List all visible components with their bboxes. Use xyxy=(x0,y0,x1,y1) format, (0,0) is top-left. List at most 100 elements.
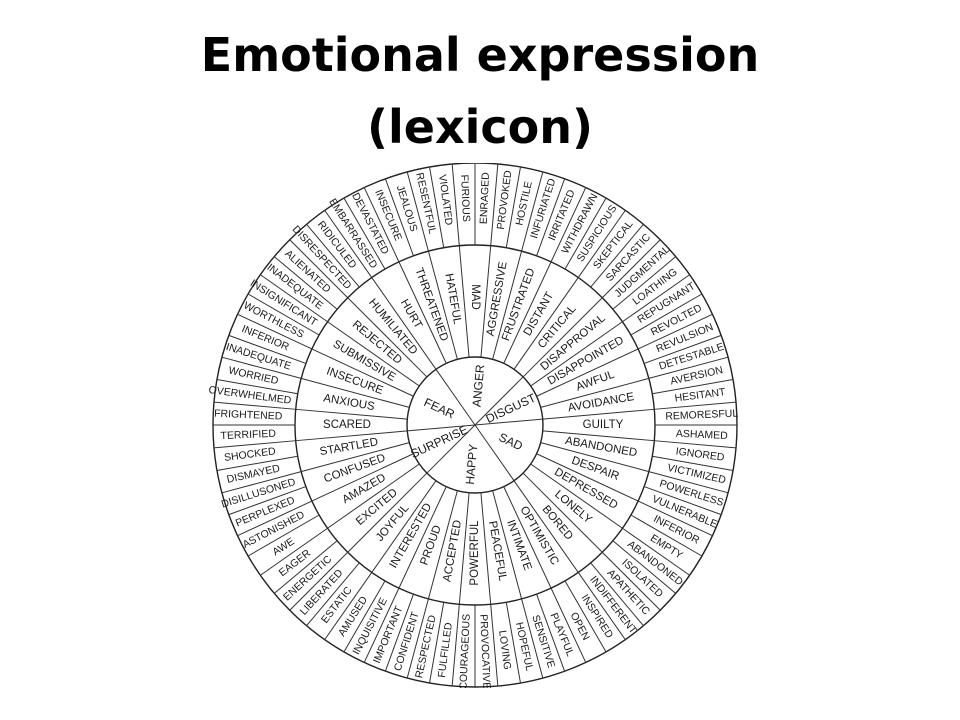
secondary-divider xyxy=(542,408,655,420)
tertiary-divider xyxy=(363,587,400,663)
tertiary-label: ASHAMED xyxy=(676,428,729,442)
tertiary-divider xyxy=(521,598,544,679)
tertiary-divider xyxy=(652,455,734,471)
tertiary-divider xyxy=(590,223,644,288)
secondary-divider xyxy=(492,490,523,599)
tertiary-divider xyxy=(550,187,587,263)
page-title-line1: Emotional expression xyxy=(200,28,760,82)
secondary-divider xyxy=(458,245,470,358)
core-divider xyxy=(407,424,476,432)
secondary-divider xyxy=(371,480,437,573)
secondary-divider xyxy=(311,453,414,502)
tertiary-divider xyxy=(289,551,349,611)
secondary-divider xyxy=(301,377,410,408)
page-title-line2: (lexicon) xyxy=(366,100,594,154)
tertiary-divider xyxy=(612,540,677,594)
tertiary-divider xyxy=(564,580,607,653)
secondary-divider xyxy=(522,472,603,553)
tertiary-divider xyxy=(306,223,360,288)
tertiary-divider xyxy=(648,471,729,494)
secondary-label: MAD xyxy=(469,284,481,310)
tertiary-label: WORRIED xyxy=(227,365,280,388)
tertiary-divider xyxy=(247,293,320,336)
tertiary-divider xyxy=(451,604,460,687)
tertiary-divider xyxy=(260,274,328,323)
tertiary-divider xyxy=(521,171,544,252)
tertiary-divider xyxy=(237,313,313,350)
secondary-label: STARTLED xyxy=(319,436,379,458)
tertiary-divider xyxy=(643,334,722,364)
tertiary-divider xyxy=(306,562,360,627)
tertiary-label: COURAGEOUS xyxy=(457,614,472,688)
tertiary-label: OPEN xyxy=(568,610,592,642)
secondary-divider xyxy=(503,486,552,589)
tertiary-label: FRIGHTENED xyxy=(214,408,283,423)
tertiary-divider xyxy=(536,178,566,257)
tertiary-label: AWE xyxy=(270,536,296,559)
secondary-divider xyxy=(536,348,639,397)
inner-ring xyxy=(406,356,544,494)
secondary-divider xyxy=(530,463,623,529)
secondary-divider xyxy=(542,430,655,442)
tertiary-divider xyxy=(384,178,414,257)
tertiary-divider xyxy=(630,293,703,336)
tertiary-divider xyxy=(654,401,737,410)
tertiary-divider xyxy=(221,356,302,379)
tertiary-label: FURIOUS xyxy=(458,174,472,222)
secondary-divider xyxy=(301,442,410,473)
tertiary-divider xyxy=(216,455,298,471)
tertiary-divider xyxy=(451,163,460,246)
tertiary-divider xyxy=(505,166,521,248)
secondary-divider xyxy=(513,277,579,370)
core-divider xyxy=(435,369,476,426)
secondary-divider xyxy=(327,321,420,387)
tertiary-divider xyxy=(577,210,626,278)
secondary-label: HURT xyxy=(398,297,424,330)
core-divider xyxy=(474,418,543,426)
tertiary-divider xyxy=(273,540,338,594)
tertiary-divider xyxy=(648,356,729,379)
tertiary-label: TERRIFIED xyxy=(220,428,276,442)
tertiary-divider xyxy=(590,562,644,627)
tertiary-divider xyxy=(630,514,703,557)
tertiary-label: IGNORED xyxy=(675,445,726,463)
tertiary-divider xyxy=(228,334,307,364)
tertiary-divider xyxy=(237,500,313,537)
tertiary-divider xyxy=(324,210,373,278)
tertiary-label: AVERSION xyxy=(669,364,724,387)
secondary-divider xyxy=(536,453,639,502)
tertiary-label: REMORESFUL xyxy=(665,408,739,423)
tertiary-divider xyxy=(221,471,302,494)
tertiary-divider xyxy=(564,197,607,270)
tertiary-divider xyxy=(228,486,307,516)
secondary-divider xyxy=(295,430,408,442)
tertiary-divider xyxy=(601,551,661,611)
tertiary-divider xyxy=(490,163,499,246)
secondary-divider xyxy=(458,492,470,605)
tertiary-divider xyxy=(612,256,677,310)
tertiary-divider xyxy=(643,486,722,516)
secondary-divider xyxy=(513,480,579,573)
core-label: HAPPY xyxy=(463,443,480,485)
secondary-divider xyxy=(530,321,623,387)
tertiary-divider xyxy=(384,593,414,672)
core-divider xyxy=(474,424,515,481)
secondary-label: PEACEFUL xyxy=(486,520,508,582)
tertiary-divider xyxy=(654,440,737,449)
tertiary-divider xyxy=(213,401,296,410)
tertiary-divider xyxy=(622,274,690,323)
secondary-divider xyxy=(480,245,492,358)
tertiary-divider xyxy=(550,587,587,663)
core-divider xyxy=(474,376,524,426)
secondary-label: ANXIOUS xyxy=(322,392,375,413)
tertiary-divider xyxy=(324,572,373,640)
secondary-label: SCARED xyxy=(323,419,371,431)
secondary-divider xyxy=(347,297,428,378)
tertiary-divider xyxy=(247,514,320,557)
tertiary-divider xyxy=(343,197,386,270)
secondary-divider xyxy=(398,261,447,364)
secondary-divider xyxy=(327,463,420,529)
tertiary-label: ENRAGED xyxy=(478,172,492,225)
